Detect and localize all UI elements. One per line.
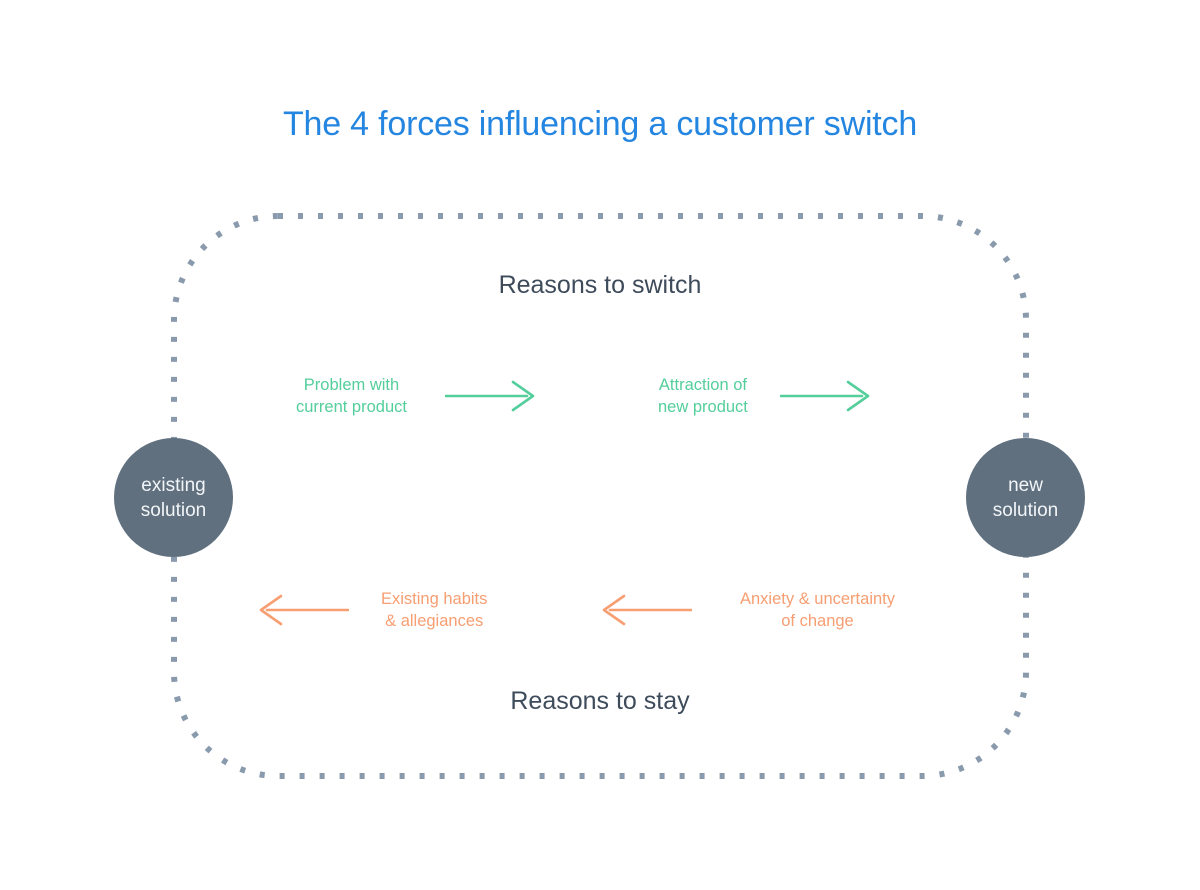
force-label-anxiety: Anxiety & uncertainty of change	[740, 588, 895, 632]
force-label-attraction-line2: new product	[658, 398, 748, 416]
node-existing-solution-line2: solution	[140, 499, 207, 521]
force-label-attraction-line1: Attraction of	[658, 376, 747, 394]
force-label-attraction: Attraction of new product	[658, 374, 748, 418]
force-label-problem: Problem with current product	[296, 374, 407, 418]
force-label-habits: Existing habits & allegiances	[381, 588, 487, 632]
force-attraction-of-new-product: Attraction of new product	[658, 374, 872, 418]
force-label-anxiety-line1: Anxiety & uncertainty	[740, 590, 895, 608]
page-title: The 4 forces influencing a customer swit…	[282, 105, 918, 143]
heading-reasons-to-switch: Reasons to switch	[498, 271, 702, 299]
force-existing-habits-and-allegiances: Existing habits & allegiances	[257, 588, 487, 632]
force-problem-with-current-product: Problem with current product	[296, 374, 537, 418]
force-anxiety-and-uncertainty-of-change: Anxiety & uncertainty of change	[600, 588, 895, 632]
heading-reasons-to-stay: Reasons to stay	[510, 687, 690, 715]
node-new-solution[interactable]: new solution	[966, 438, 1085, 557]
force-label-habits-line1: Existing habits	[381, 590, 488, 608]
force-label-anxiety-line2: of change	[781, 612, 854, 630]
node-existing-solution-line1: existing	[141, 474, 206, 496]
force-label-problem-line2: current product	[296, 398, 407, 416]
arrow-right-icon	[779, 380, 870, 412]
arrow-right-icon	[444, 380, 535, 412]
node-existing-solution[interactable]: existing solution	[114, 438, 233, 557]
arrow-left-icon	[259, 594, 349, 626]
force-label-problem-line1: Problem with	[303, 376, 400, 394]
arrow-left-icon	[602, 594, 692, 626]
node-new-solution-line1: new	[1008, 474, 1043, 496]
node-new-solution-line2: solution	[992, 499, 1059, 521]
force-label-habits-line2: & allegiances	[385, 612, 484, 630]
